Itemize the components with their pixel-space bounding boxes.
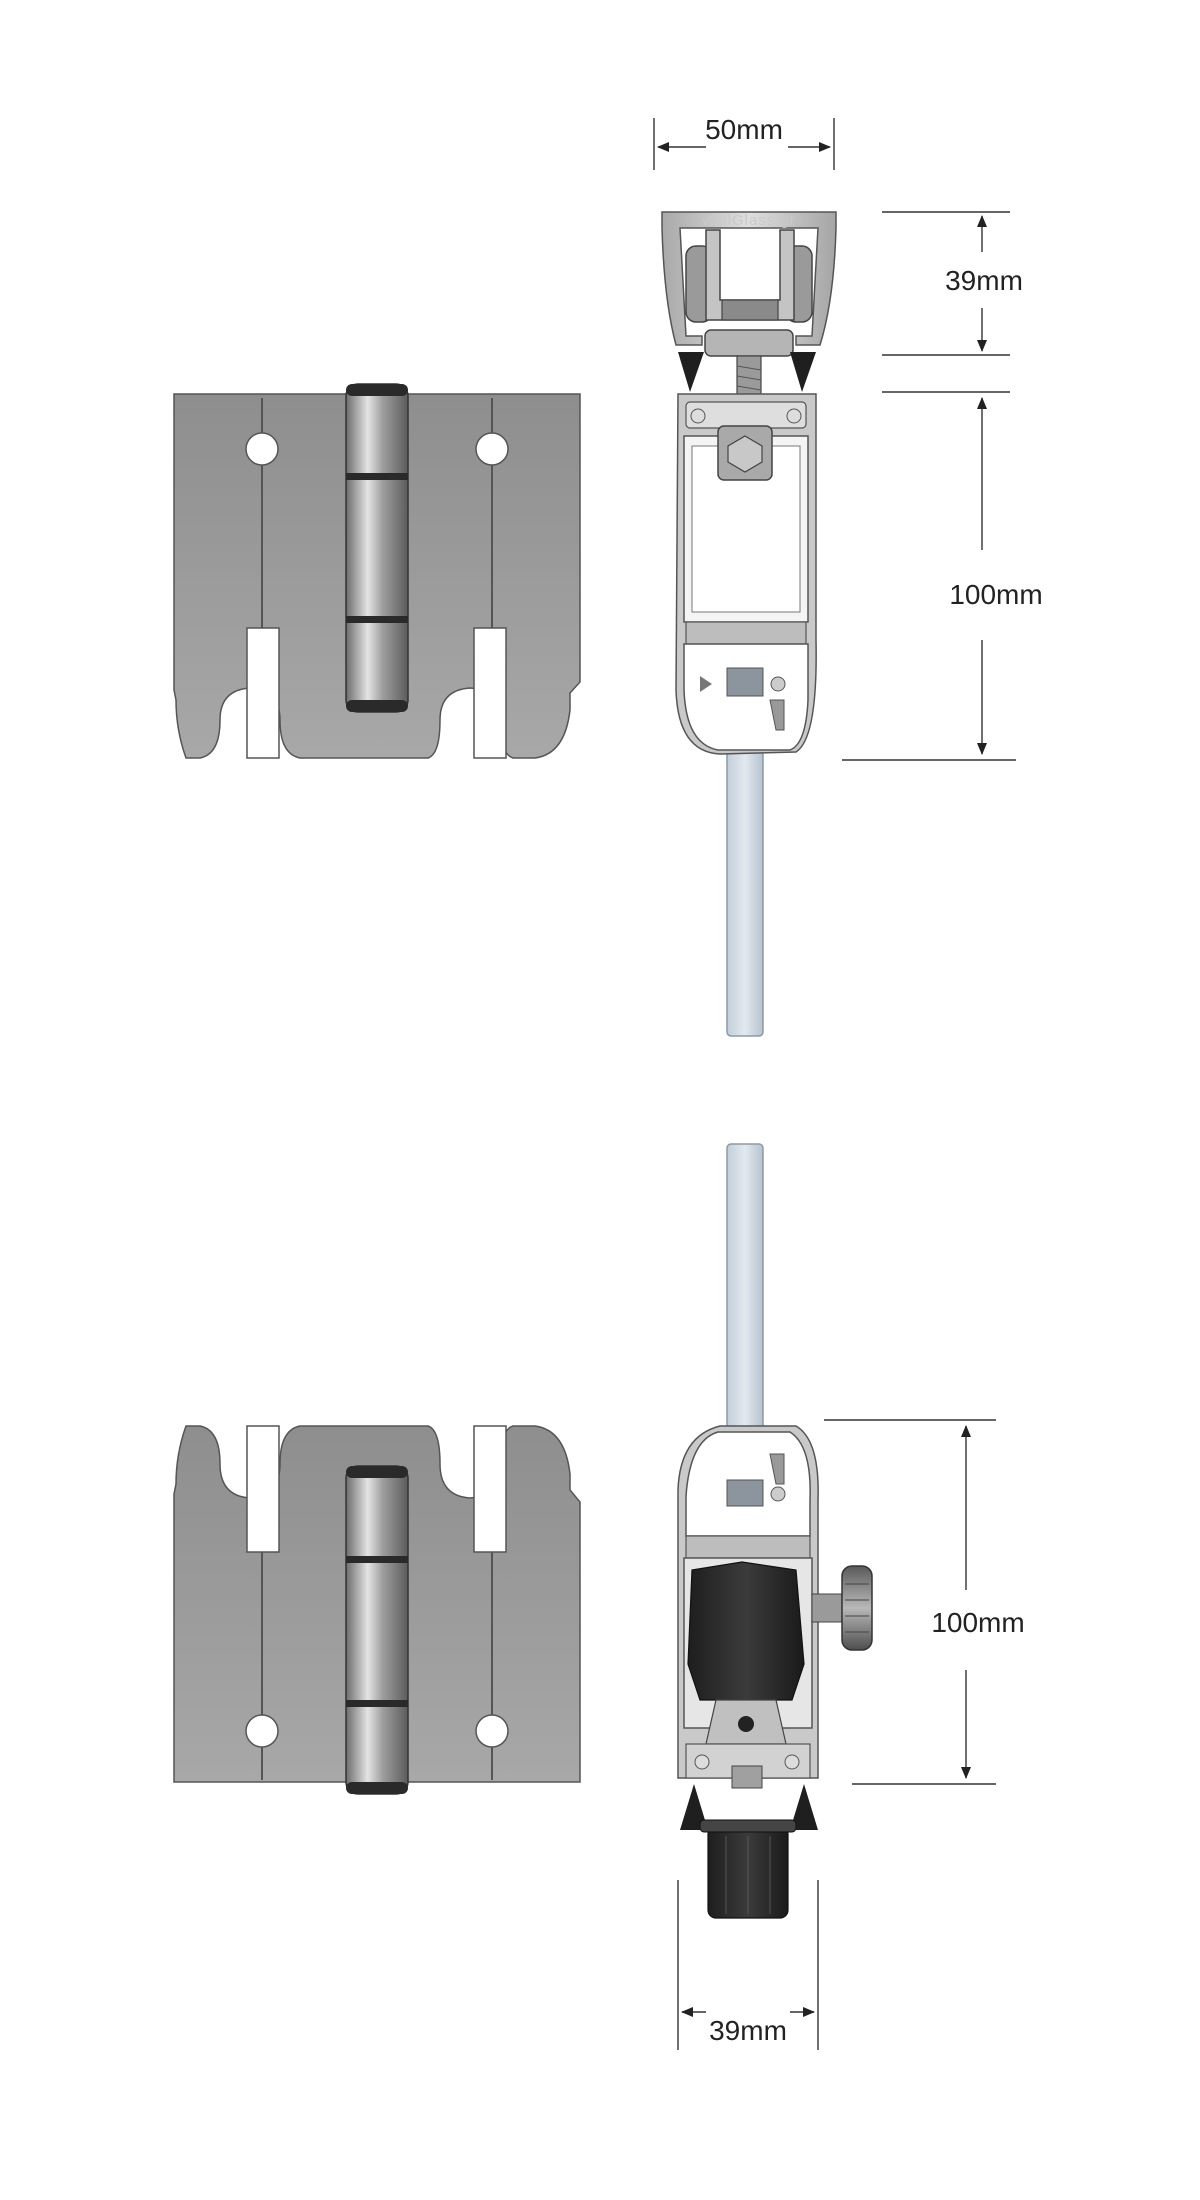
pivot-screw — [738, 1716, 754, 1732]
top-profile-section: wallGlass.gr — [661, 211, 837, 1037]
dimension-label-39mm-bottom: 39mm — [709, 2015, 787, 2046]
clamp-arrow-left — [678, 352, 704, 392]
dimension-label-39mm-top: 39mm — [945, 265, 1023, 296]
bottom-dimensions: 100mm 39mm — [677, 1419, 1025, 2050]
roller-carriage — [685, 229, 813, 357]
dimension-label-100mm-top: 100mm — [949, 579, 1042, 610]
rubber-buffer — [687, 1561, 805, 1701]
dimension-label-100mm-bottom: 100mm — [931, 1607, 1024, 1638]
tension-knob — [811, 1565, 873, 1651]
brand-mark: wallGlass.gr — [701, 212, 796, 229]
clamp-arrow-right — [790, 352, 816, 392]
top-dimensions: 50mm 39mm 100mm — [653, 114, 1043, 761]
top-track-bracket — [661, 211, 837, 346]
clamp-arrow-right-bottom — [790, 1784, 818, 1830]
dimension-label-50mm: 50mm — [705, 114, 783, 145]
bottom-profile-section — [677, 1143, 873, 1919]
bottom-hinge-plate — [173, 1425, 581, 1795]
top-hinge-plate — [173, 383, 581, 759]
clamp-arrow-left-bottom — [680, 1784, 708, 1830]
